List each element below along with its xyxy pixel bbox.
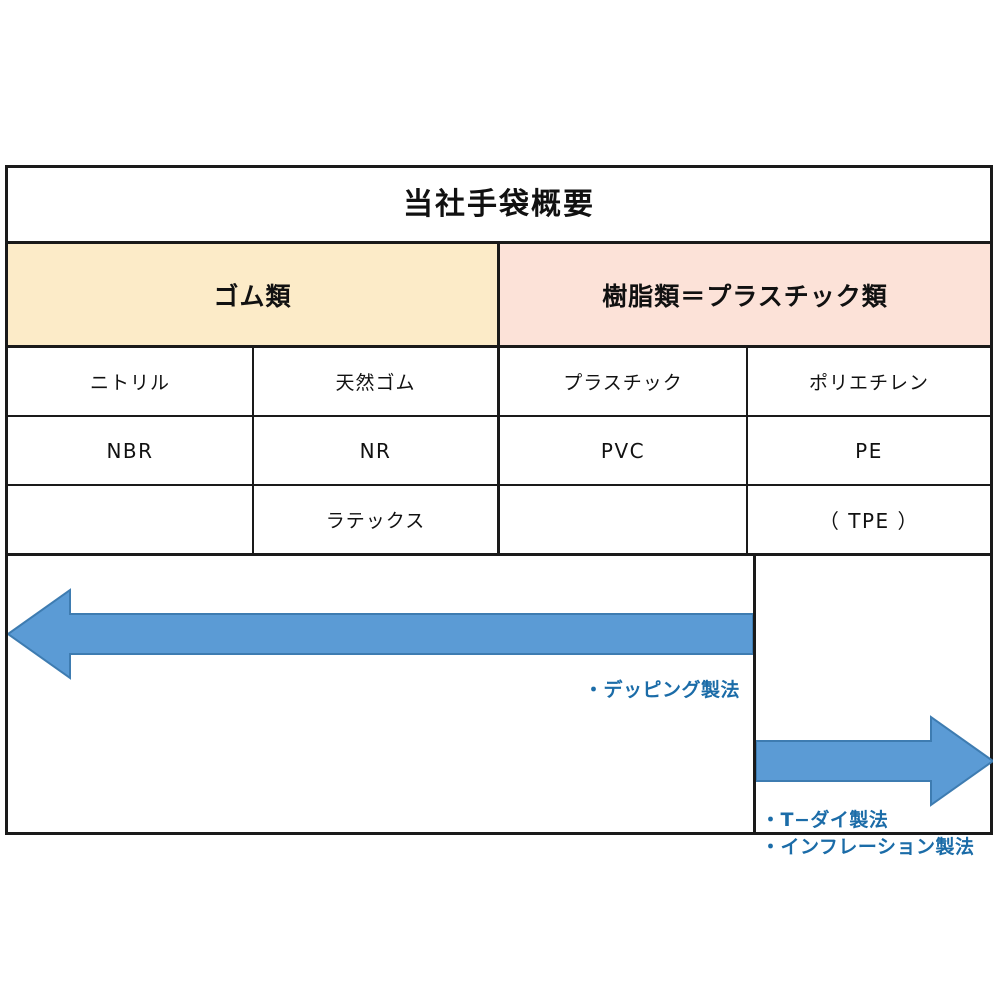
section-divider: [753, 556, 756, 832]
table-cell: [8, 486, 254, 553]
table-cell: ポリエチレン: [748, 348, 990, 415]
table-cell: PVC: [500, 417, 748, 484]
category-label-resin: 樹脂類＝プラスチック類: [602, 281, 888, 311]
material-abbr-pvc: PVC: [600, 438, 646, 463]
material-abbr-nbr: NBR: [106, 438, 154, 463]
extrusion-arrow: [756, 713, 993, 809]
material-extra-tpe: （ TPE ）: [818, 509, 920, 533]
annotation-dipping: ・デッピング製法: [584, 679, 741, 701]
material-abbr-nr: NR: [359, 438, 392, 463]
table-cell: ラテックス: [254, 486, 500, 553]
material-name-polyethylene: ポリエチレン: [808, 372, 929, 394]
material-abbr-row: NBR NR PVC PE: [8, 417, 990, 486]
table-cell: 天然ゴム: [254, 348, 500, 415]
material-name-nitrile: ニトリル: [89, 372, 170, 394]
process-arrow-section: ・デッピング製法 ・T−ダイ製法 ・インフレーション製法: [8, 556, 993, 858]
glove-overview-figure: 当社手袋概要 ゴム類 樹脂類＝プラスチック類 ニトリル 天然ゴム プラスチック …: [5, 165, 993, 858]
dipping-arrow: [8, 586, 753, 682]
arrow-right-icon: [756, 715, 993, 807]
material-name-plastic: プラスチック: [563, 372, 683, 394]
table-cell: プラスチック: [500, 348, 748, 415]
category-header-row: ゴム類 樹脂類＝プラスチック類: [8, 244, 990, 348]
material-name-natural-rubber: 天然ゴム: [335, 372, 416, 394]
arrow-left-icon: [8, 588, 753, 680]
annotation-t-die: ・T−ダイ製法: [761, 809, 889, 831]
annotation-inflation: ・インフレーション製法: [761, 836, 975, 858]
table-cell: PE: [748, 417, 990, 484]
page-title: 当社手袋概要: [403, 186, 595, 222]
table-cell: （ TPE ）: [748, 486, 990, 553]
table-cell: NR: [254, 417, 500, 484]
material-abbr-pe: PE: [855, 438, 883, 463]
material-name-row: ニトリル 天然ゴム プラスチック ポリエチレン: [8, 348, 990, 417]
table-cell: [500, 486, 748, 553]
material-extra-row: ラテックス （ TPE ）: [8, 486, 990, 556]
table-cell: NBR: [8, 417, 254, 484]
category-cell-resin: 樹脂類＝プラスチック類: [500, 244, 990, 348]
category-label-rubber: ゴム類: [213, 281, 292, 311]
category-cell-rubber: ゴム類: [8, 244, 500, 348]
figure-title-row: 当社手袋概要: [8, 168, 990, 244]
table-cell: ニトリル: [8, 348, 254, 415]
material-extra-latex: ラテックス: [325, 510, 426, 532]
